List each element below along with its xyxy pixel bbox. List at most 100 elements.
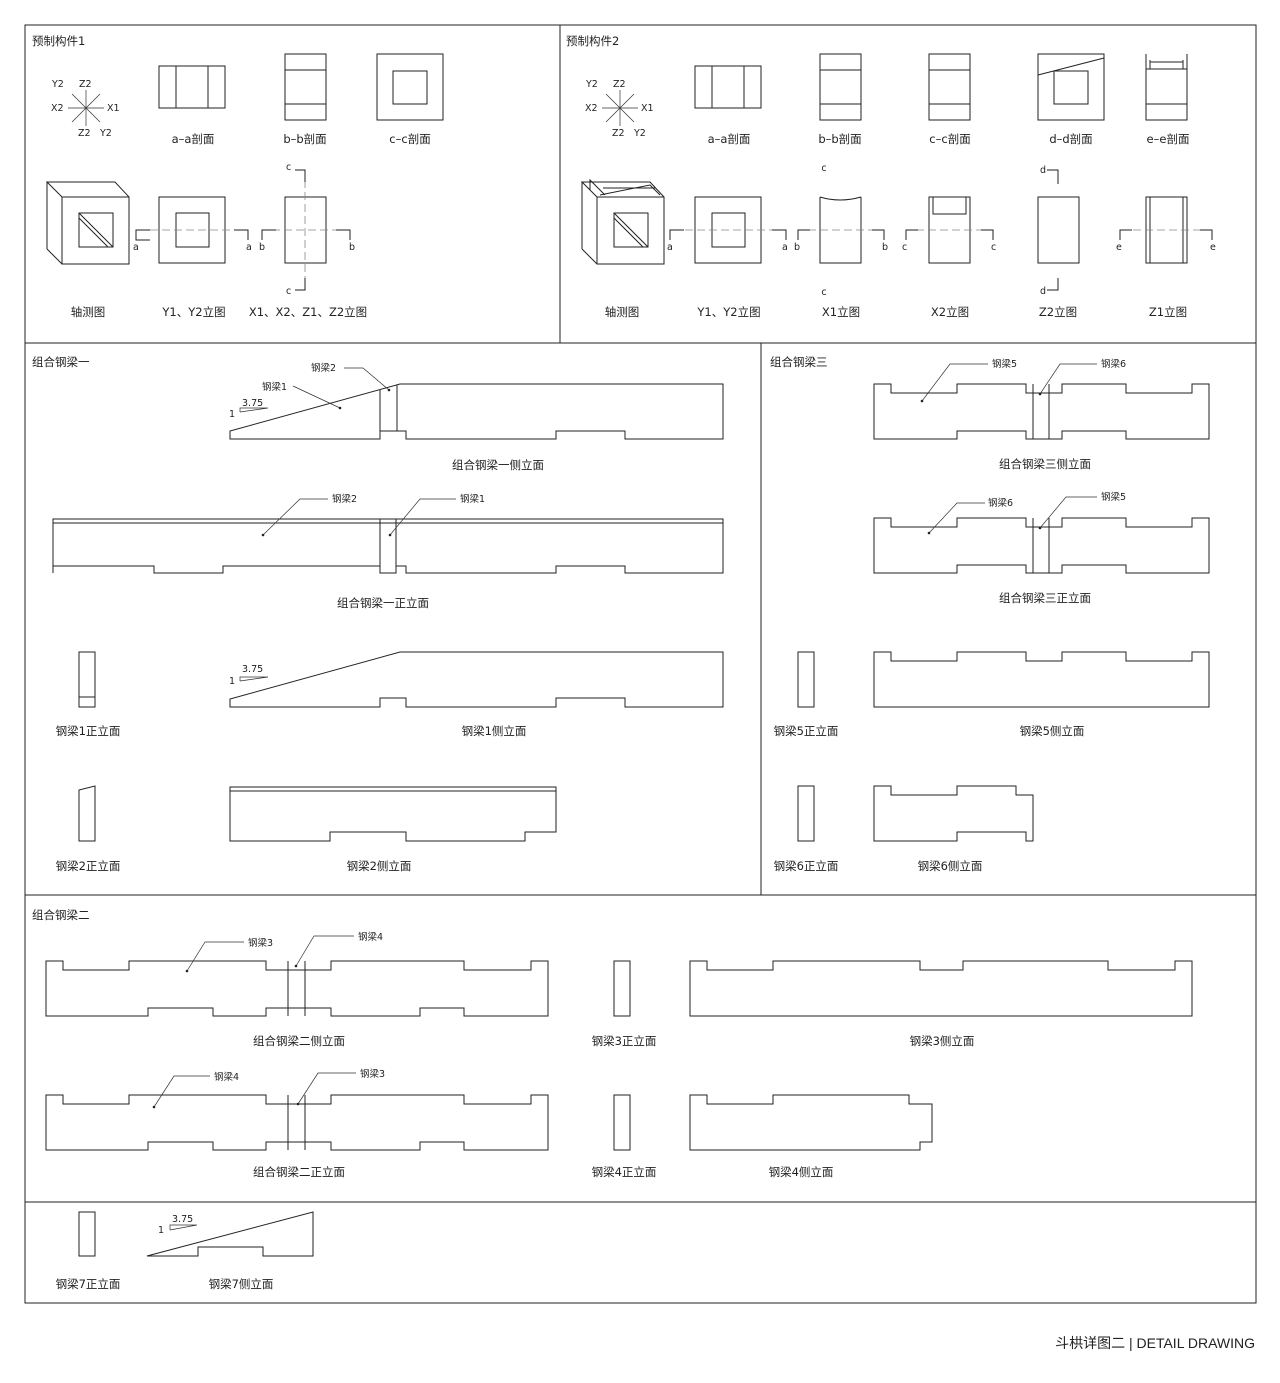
svg-text:X1、X2、Z1、Z2立图: X1、X2、Z1、Z2立图 <box>249 305 367 319</box>
svg-text:钢梁5: 钢梁5 <box>992 358 1017 370</box>
svg-text:钢梁3: 钢梁3 <box>360 1068 385 1080</box>
svg-text:3.75: 3.75 <box>242 398 263 409</box>
svg-text:Z2: Z2 <box>78 128 91 139</box>
precast2-y-elevation: a a <box>667 196 788 264</box>
svg-text:d: d <box>1040 286 1046 297</box>
drawing-title-footer: 斗栱详图二 | DETAIL DRAWING <box>1055 1335 1255 1351</box>
precast-component-1-panel: 预制构件1 Y2 Z2 X2 X1 Z2 Y2 a–a剖面 <box>32 34 444 319</box>
svg-text:钢梁6: 钢梁6 <box>1101 358 1126 370</box>
svg-text:c–c剖面: c–c剖面 <box>929 132 970 146</box>
svg-text:钢梁1: 钢梁1 <box>262 381 287 393</box>
svg-text:e: e <box>1210 242 1216 253</box>
beam-group2-title: 组合钢梁二 <box>32 908 90 922</box>
svg-text:c: c <box>286 286 291 297</box>
svg-text:钢梁5侧立面: 钢梁5侧立面 <box>1020 724 1085 738</box>
svg-text:轴测图: 轴测图 <box>71 305 106 319</box>
svg-text:组合钢梁二侧立面: 组合钢梁二侧立面 <box>253 1034 345 1048</box>
svg-text:组合钢梁三侧立面: 组合钢梁三侧立面 <box>999 457 1091 471</box>
svg-text:c: c <box>821 287 826 298</box>
beam-group-2-panel: 组合钢梁二 钢梁3 钢梁4 组合钢梁二侧立面 钢梁3正立面 钢梁3侧立面 <box>32 908 1193 1179</box>
svg-text:Y1、Y2立图: Y1、Y2立图 <box>696 305 760 319</box>
svg-text:Y2: Y2 <box>99 128 112 139</box>
svg-text:Z2: Z2 <box>612 128 625 139</box>
svg-text:Y2: Y2 <box>633 128 646 139</box>
beam7-front-elevation <box>78 1211 96 1257</box>
svg-text:b–b剖面: b–b剖面 <box>818 132 861 146</box>
svg-text:钢梁4侧立面: 钢梁4侧立面 <box>769 1165 834 1179</box>
beam6-side-elevation <box>873 785 1034 842</box>
svg-text:a: a <box>133 242 139 253</box>
svg-text:3.75: 3.75 <box>172 1214 193 1225</box>
svg-text:钢梁1侧立面: 钢梁1侧立面 <box>462 724 527 738</box>
precast2-section-aa <box>694 65 762 109</box>
svg-text:钢梁5正立面: 钢梁5正立面 <box>774 724 839 738</box>
svg-text:Y2: Y2 <box>51 79 64 90</box>
beam-group2-side-elevation: 钢梁3 钢梁4 <box>45 931 549 1017</box>
svg-text:钢梁6正立面: 钢梁6正立面 <box>774 859 839 873</box>
beam-group-3-panel: 组合钢梁三 钢梁5 钢梁6 组合钢梁三侧立面 钢梁6 钢梁5 组合钢梁三正立面 <box>770 355 1210 873</box>
svg-text:c: c <box>286 162 291 173</box>
svg-text:1: 1 <box>158 1225 164 1236</box>
svg-text:c: c <box>991 242 996 253</box>
svg-text:c: c <box>821 163 826 174</box>
svg-text:d–d剖面: d–d剖面 <box>1049 132 1092 146</box>
precast1-y-elevation: a a <box>133 196 252 264</box>
beam1-front-elevation <box>78 651 96 708</box>
svg-text:a–a剖面: a–a剖面 <box>172 132 215 146</box>
svg-text:钢梁4正立面: 钢梁4正立面 <box>592 1165 657 1179</box>
svg-text:钢梁7侧立面: 钢梁7侧立面 <box>209 1277 274 1291</box>
svg-text:钢梁7正立面: 钢梁7正立面 <box>56 1277 121 1291</box>
svg-text:a: a <box>246 242 252 253</box>
svg-text:3.75: 3.75 <box>242 664 263 675</box>
svg-text:Z1立图: Z1立图 <box>1149 305 1187 319</box>
sheet-frame <box>24 24 1257 1304</box>
precast2-section-dd <box>1037 53 1105 121</box>
svg-text:a: a <box>782 242 788 253</box>
svg-text:钢梁2: 钢梁2 <box>332 493 357 505</box>
precast2-x1-elevation: b b c c <box>794 163 888 298</box>
beam5-front-elevation <box>797 651 815 708</box>
svg-text:钢梁3: 钢梁3 <box>248 937 273 949</box>
beam-group1-title: 组合钢梁一 <box>32 355 90 369</box>
svg-text:b: b <box>349 242 355 253</box>
beam3-front-elevation <box>613 960 631 1017</box>
svg-text:Z2立图: Z2立图 <box>1039 305 1077 319</box>
svg-text:X2: X2 <box>585 103 598 114</box>
beam-group3-title: 组合钢梁三 <box>770 355 828 369</box>
svg-text:X2立图: X2立图 <box>931 305 969 319</box>
svg-text:c–c剖面: c–c剖面 <box>389 132 430 146</box>
precast1-title: 预制构件1 <box>32 34 85 48</box>
precast1-axonometric <box>45 181 130 265</box>
beam1-side-elevation: 3.75 1 <box>229 651 724 708</box>
svg-text:X1: X1 <box>641 103 654 114</box>
svg-text:轴测图: 轴测图 <box>605 305 640 319</box>
svg-text:b: b <box>794 242 800 253</box>
svg-text:c: c <box>902 242 907 253</box>
svg-text:X2: X2 <box>51 103 64 114</box>
precast2-section-bb <box>819 53 862 121</box>
svg-text:X1: X1 <box>107 103 120 114</box>
beam-group2-front-elevation: 钢梁4 钢梁3 <box>45 1068 549 1151</box>
beam4-side-elevation <box>689 1094 933 1151</box>
precast2-z2-elevation: d d <box>1037 165 1080 297</box>
svg-text:组合钢梁三正立面: 组合钢梁三正立面 <box>999 591 1091 605</box>
svg-text:1: 1 <box>229 409 235 420</box>
svg-text:钢梁6: 钢梁6 <box>988 497 1013 509</box>
precast2-z1-elevation: e e <box>1116 196 1216 264</box>
svg-text:e–e剖面: e–e剖面 <box>1147 132 1190 146</box>
precast2-axis-indicator: Y2 Z2 X2 X1 Z2 Y2 <box>585 79 654 139</box>
precast2-section-cc <box>928 53 971 121</box>
svg-text:钢梁1: 钢梁1 <box>460 493 485 505</box>
svg-text:d: d <box>1040 165 1046 176</box>
svg-text:Y2: Y2 <box>585 79 598 90</box>
svg-text:Y1、Y2立图: Y1、Y2立图 <box>161 305 225 319</box>
svg-text:钢梁3侧立面: 钢梁3侧立面 <box>910 1034 975 1048</box>
precast1-section-cc <box>376 53 444 121</box>
beam7-panel: 钢梁7正立面 3.75 1 钢梁7侧立面 <box>56 1211 314 1291</box>
precast1-x-z-elevation: b b c c <box>259 162 355 297</box>
svg-text:钢梁5: 钢梁5 <box>1101 491 1126 503</box>
svg-text:钢梁2: 钢梁2 <box>311 362 336 374</box>
svg-text:钢梁2正立面: 钢梁2正立面 <box>56 859 121 873</box>
svg-text:组合钢梁二正立面: 组合钢梁二正立面 <box>253 1165 345 1179</box>
